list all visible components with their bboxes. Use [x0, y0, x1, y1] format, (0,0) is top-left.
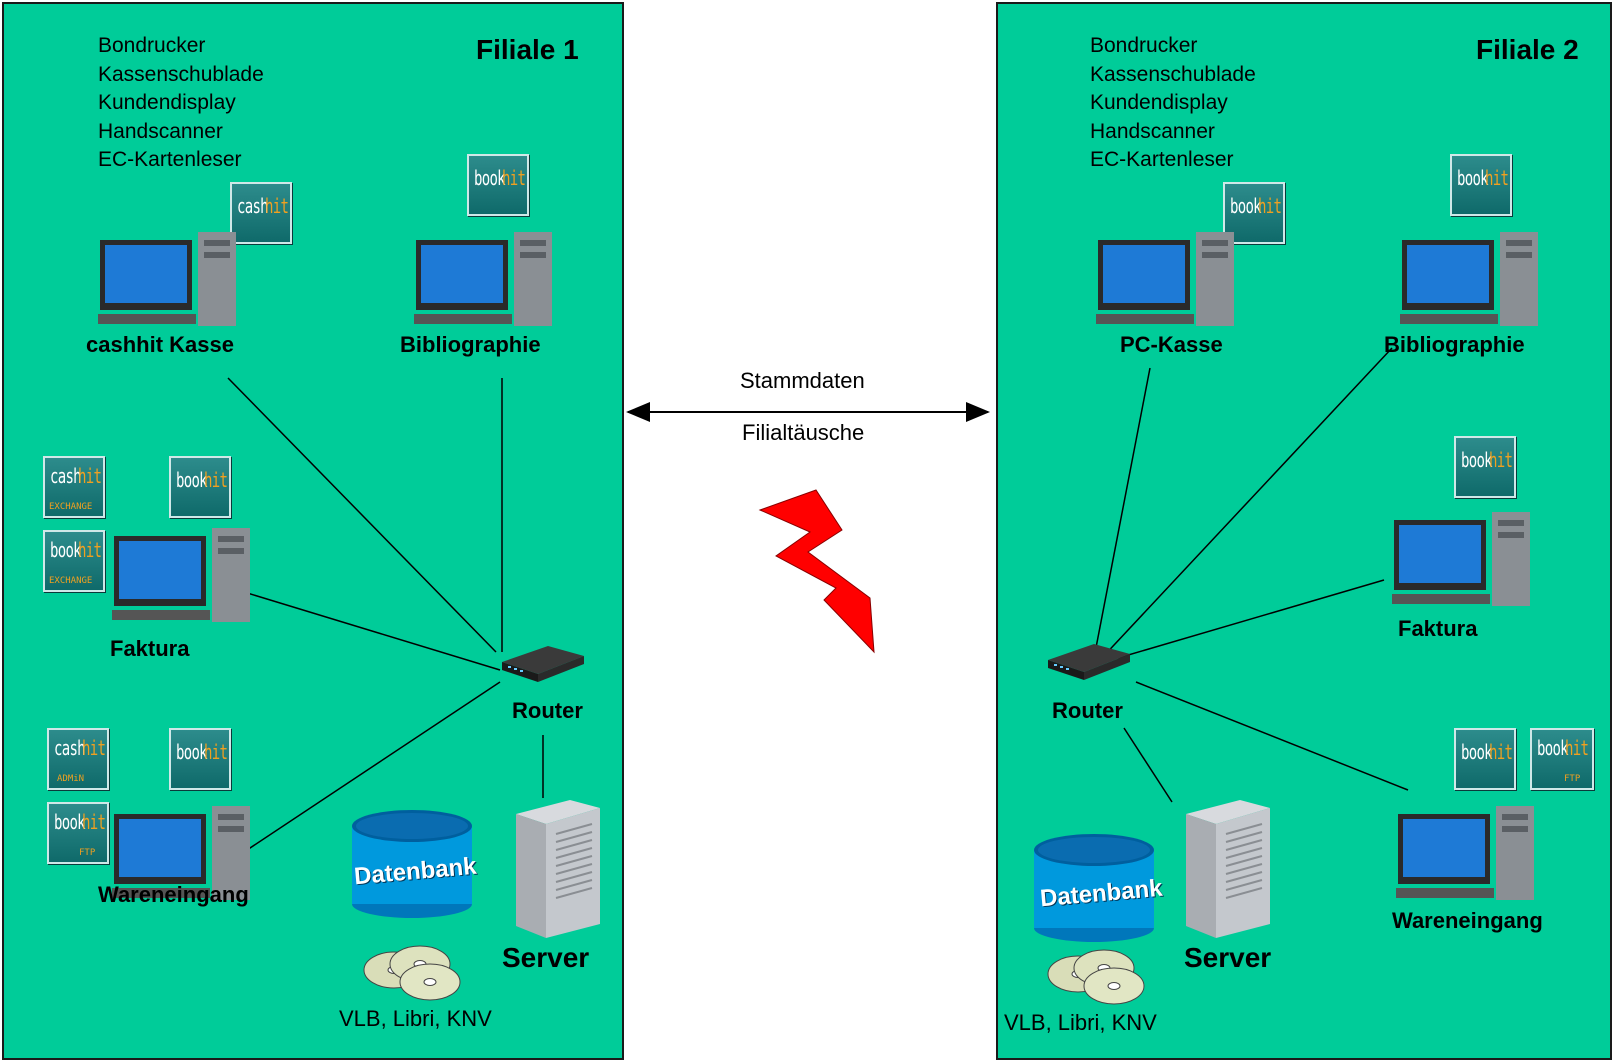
computer-icon	[112, 806, 250, 900]
server-label-2: Server	[1184, 942, 1272, 973]
computer-icon	[414, 232, 552, 326]
device-item: EC-Kartenleser	[1090, 148, 1234, 171]
device-item: Kundendisplay	[98, 91, 236, 114]
device-item: Bondrucker	[98, 34, 206, 57]
device-list-1: Bondrucker Kassenschublade Kundendisplay…	[98, 32, 264, 175]
computer-icon	[1096, 232, 1234, 326]
computer-icon	[1396, 806, 1534, 900]
filiale-2-title: Filiale 2	[1476, 34, 1579, 65]
database-icon	[1034, 834, 1154, 942]
server-label-1: Server	[502, 942, 590, 973]
pos-label-1: cashhit Kasse	[86, 332, 234, 357]
filiale-1-title: Filiale 1	[476, 34, 579, 65]
device-item: EC-Kartenleser	[98, 148, 242, 171]
device-item: Kassenschublade	[98, 62, 264, 86]
faktura-label-1: Faktura	[110, 636, 190, 661]
computer-icon	[112, 528, 250, 622]
cd-label-1: VLB, Libri, KNV	[339, 1006, 492, 1031]
faktura-label-2: Faktura	[1398, 616, 1478, 641]
computer-icon	[98, 232, 236, 326]
cd-icon	[363, 945, 461, 1001]
device-item: Kundendisplay	[1090, 91, 1228, 114]
biblio-label-1: Bibliographie	[400, 332, 541, 357]
device-item: Handscanner	[1090, 119, 1215, 143]
router-label-2: Router	[1052, 698, 1123, 723]
router-label-1: Router	[512, 698, 583, 723]
device-item: Handscanner	[98, 119, 223, 143]
cd-icon	[1047, 949, 1145, 1005]
computer-icon	[1392, 512, 1530, 606]
biblio-label-2: Bibliographie	[1384, 332, 1525, 357]
router-icon	[1048, 644, 1130, 680]
device-item: Bondrucker	[1090, 34, 1198, 57]
sync-label-top: Stammdaten	[740, 368, 865, 393]
waren-label-2: Wareneingang	[1392, 908, 1543, 933]
server-icon	[516, 800, 600, 938]
computer-icon	[1400, 232, 1538, 326]
cd-label-2: VLB, Libri, KNV	[1004, 1010, 1157, 1035]
pos-label-2: PC-Kasse	[1120, 332, 1223, 357]
waren-label-1: Wareneingang	[98, 882, 249, 907]
device-item: Kassenschublade	[1090, 62, 1256, 86]
sync-label-bottom: Filialtäusche	[742, 420, 865, 445]
server-icon	[1186, 800, 1270, 938]
router-icon	[502, 646, 584, 682]
database-icon	[352, 810, 472, 918]
lightning-icon	[758, 489, 875, 654]
device-list-2: Bondrucker Kassenschublade Kundendisplay…	[1090, 32, 1256, 175]
